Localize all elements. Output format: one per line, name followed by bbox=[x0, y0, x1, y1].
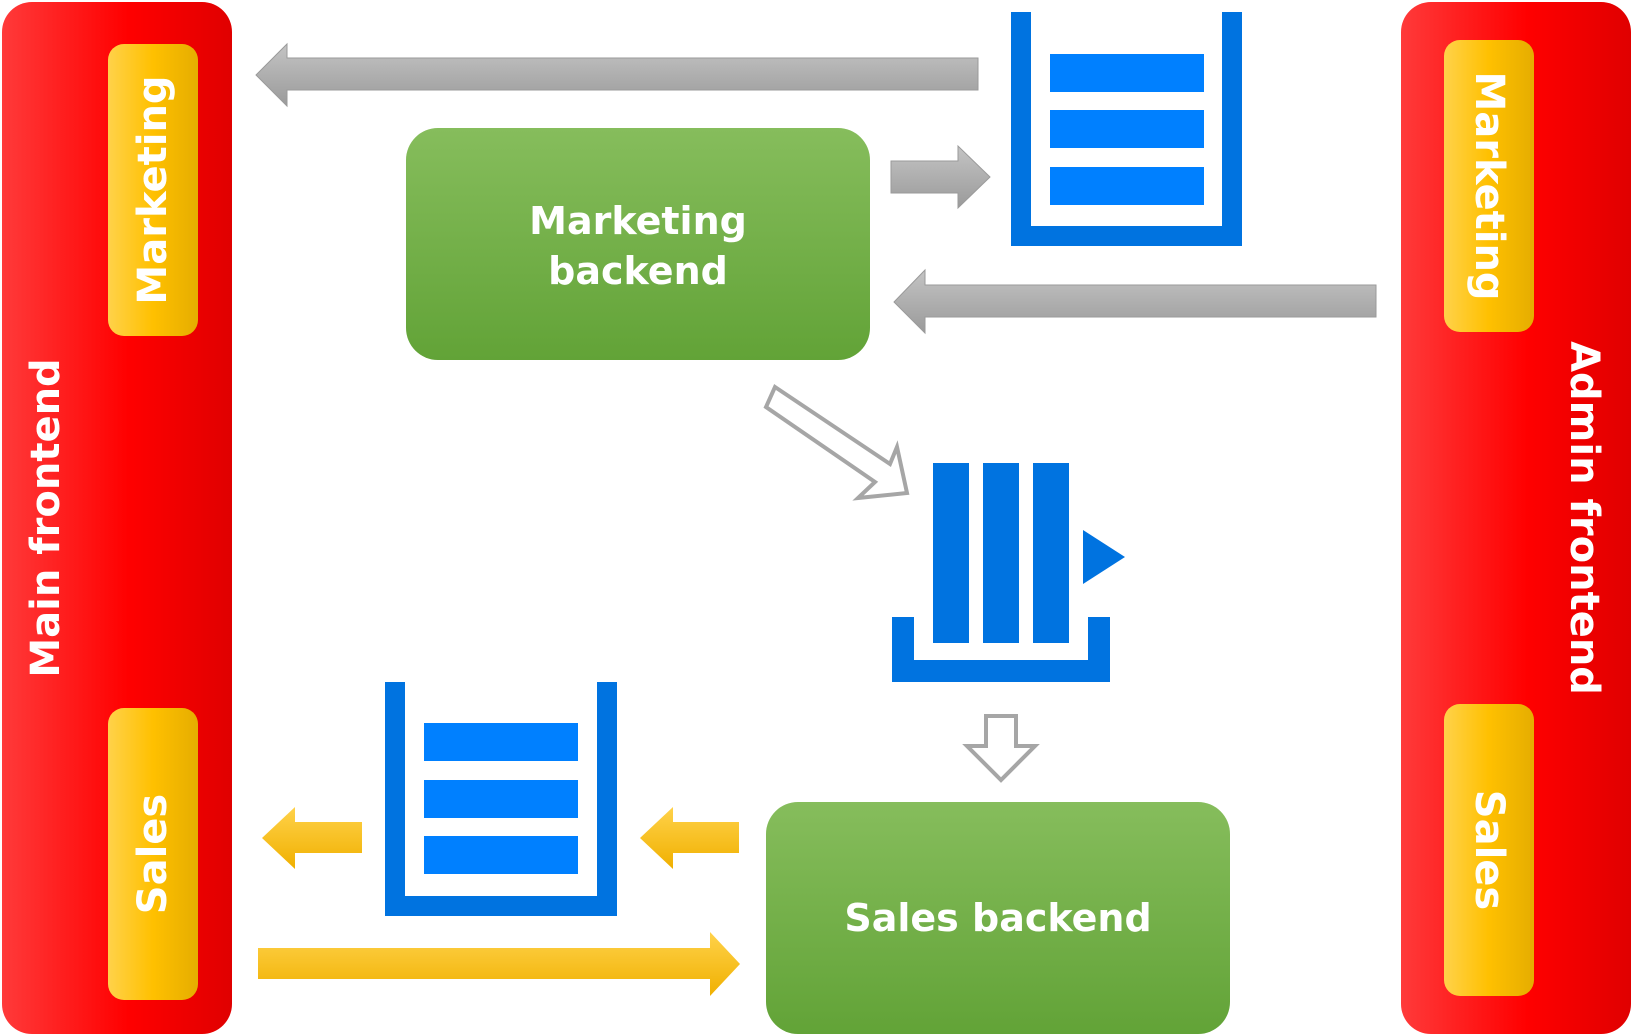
marketing-queue-icon bbox=[1011, 12, 1242, 246]
admin-frontend: Admin frontend Marketing Sales bbox=[1401, 2, 1631, 1034]
main-marketing-module[interactable]: Marketing bbox=[108, 44, 198, 336]
event-hub-icon bbox=[892, 463, 1125, 682]
admin-marketing-module[interactable]: Marketing bbox=[1444, 40, 1534, 332]
arrow-marketing-queue-to-main bbox=[255, 42, 979, 108]
admin-frontend-title: Admin frontend bbox=[1561, 341, 1607, 695]
arrow-sales-backend-to-queue bbox=[640, 807, 739, 869]
admin-sales-module[interactable]: Sales bbox=[1444, 704, 1534, 996]
marketing-backend[interactable]: Marketing backend bbox=[406, 128, 870, 360]
arrow-marketing-backend-to-queue bbox=[890, 144, 991, 210]
admin-sales-label: Sales bbox=[1466, 790, 1512, 910]
sales-backend-label: Sales backend bbox=[844, 896, 1151, 940]
arrow-main-to-sales-backend bbox=[258, 932, 740, 996]
main-frontend: Main frontend Marketing Sales bbox=[2, 2, 232, 1034]
main-sales-module[interactable]: Sales bbox=[108, 708, 198, 1000]
arrow-marketing-to-event-hub bbox=[763, 384, 910, 501]
arrow-admin-to-marketing-backend bbox=[893, 268, 1377, 335]
admin-marketing-label: Marketing bbox=[1466, 71, 1512, 300]
main-frontend-title: Main frontend bbox=[23, 358, 69, 677]
arrow-event-hub-to-sales bbox=[962, 714, 1040, 783]
sales-queue-icon bbox=[385, 682, 617, 916]
marketing-backend-label-line2: backend bbox=[548, 249, 728, 293]
marketing-backend-label-line1: Marketing bbox=[529, 199, 747, 243]
sales-backend[interactable]: Sales backend bbox=[766, 802, 1230, 1034]
main-marketing-label: Marketing bbox=[130, 75, 176, 304]
arrow-sales-queue-to-main bbox=[262, 807, 362, 869]
main-sales-label: Sales bbox=[130, 794, 176, 914]
